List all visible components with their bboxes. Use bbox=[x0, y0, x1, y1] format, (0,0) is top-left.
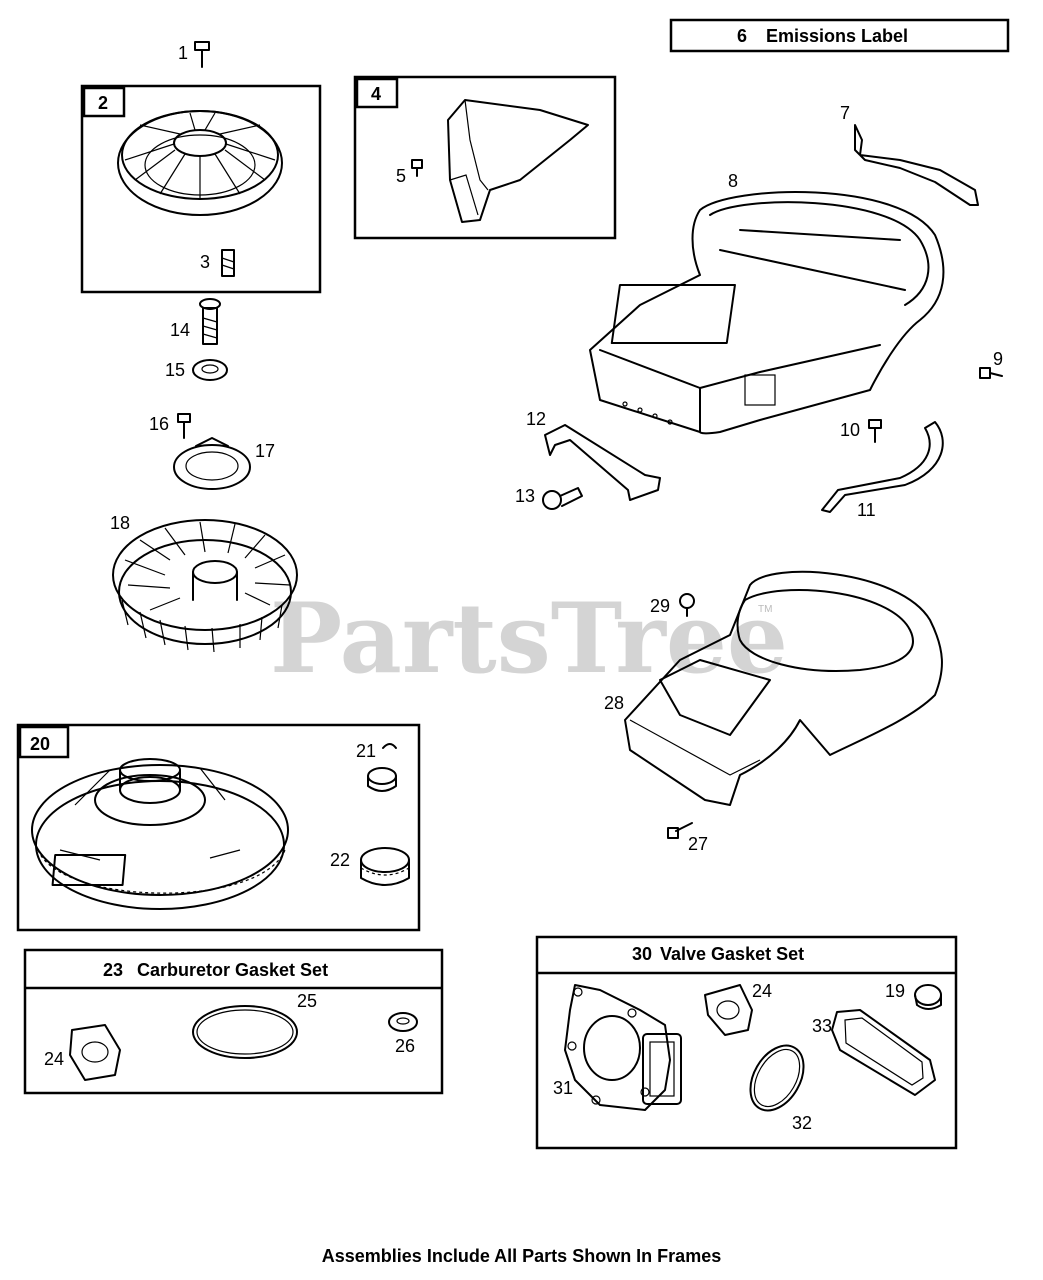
callout-26: 26 bbox=[395, 1036, 415, 1056]
frame-2: 2 3 bbox=[80, 84, 322, 294]
part-31-head-gasket bbox=[564, 984, 682, 1111]
valve-gasket-set-frame: 30 Valve Gasket Set 31 24 32 33 bbox=[535, 935, 958, 1150]
part-18-flywheel-fan bbox=[112, 519, 298, 653]
callout-3: 3 bbox=[200, 252, 210, 272]
callout-18: 18 bbox=[110, 513, 130, 533]
callout-22: 22 bbox=[330, 850, 350, 870]
part-16-screw bbox=[177, 413, 191, 439]
callout-13: 13 bbox=[515, 486, 535, 506]
frame-2-number: 2 bbox=[98, 93, 108, 113]
callout-10: 10 bbox=[840, 420, 860, 440]
footer-note: Assemblies Include All Parts Shown In Fr… bbox=[321, 1246, 722, 1266]
part-26-washer bbox=[388, 1012, 418, 1032]
part-22-gear bbox=[360, 847, 410, 886]
part-8-blower-housing bbox=[589, 191, 945, 435]
part-11-deflector bbox=[821, 421, 944, 513]
callout-8: 8 bbox=[728, 171, 738, 191]
frame-20: 20 21 22 bbox=[16, 723, 421, 932]
callout-12: 12 bbox=[526, 409, 546, 429]
callout-32: 32 bbox=[792, 1113, 812, 1133]
part-20-flywheel bbox=[31, 758, 289, 910]
part-14-bolt bbox=[199, 298, 221, 345]
callout-5: 5 bbox=[396, 166, 406, 186]
part-12-bracket bbox=[544, 424, 661, 501]
callout-16: 16 bbox=[149, 414, 169, 434]
callout-7: 7 bbox=[840, 103, 850, 123]
part-10-screw bbox=[868, 419, 882, 443]
callout-24-valve: 24 bbox=[752, 981, 772, 1001]
callout-31: 31 bbox=[553, 1078, 573, 1098]
part-32-oring bbox=[749, 1044, 805, 1112]
part-9-screw bbox=[979, 367, 1003, 379]
carburetor-gasket-set-number: 23 bbox=[103, 960, 123, 980]
watermark-trademark: TM bbox=[758, 604, 772, 615]
callout-21: 21 bbox=[356, 741, 376, 761]
part-29-screw bbox=[679, 593, 695, 617]
part-25-oring bbox=[192, 1005, 298, 1059]
part-28-shroud bbox=[624, 570, 943, 806]
part-4-air-guide bbox=[447, 99, 589, 223]
callout-19: 19 bbox=[885, 981, 905, 1001]
frame-4-number: 4 bbox=[371, 84, 381, 104]
callout-24-carburetor: 24 bbox=[44, 1049, 64, 1069]
callout-14: 14 bbox=[170, 320, 190, 340]
carburetor-gasket-set-title: Carburetor Gasket Set bbox=[137, 960, 328, 980]
carburetor-gasket-set-frame: 23 Carburetor Gasket Set 24 25 26 bbox=[23, 948, 444, 1095]
callout-33: 33 bbox=[812, 1016, 832, 1036]
part-33-cover-gasket bbox=[831, 1009, 936, 1096]
frame-4: 4 5 bbox=[353, 75, 617, 240]
emissions-label-number: 6 bbox=[737, 26, 747, 46]
rotating-screen-part bbox=[117, 110, 283, 216]
valve-gasket-set-number: 30 bbox=[632, 944, 652, 964]
callout-1: 1 bbox=[178, 43, 188, 63]
emissions-label-title: Emissions Label bbox=[766, 26, 908, 46]
part-24-carburetor-gasket bbox=[69, 1024, 121, 1081]
callout-11: 11 bbox=[857, 500, 876, 520]
callout-29: 29 bbox=[650, 596, 670, 616]
part-1-bolt bbox=[194, 41, 210, 68]
part-3-screw bbox=[221, 249, 235, 277]
emissions-label-frame: 6 Emissions Label bbox=[669, 18, 1010, 53]
callout-25: 25 bbox=[297, 991, 317, 1011]
part-15-washer bbox=[192, 359, 228, 381]
callout-9: 9 bbox=[993, 349, 1003, 369]
part-7-bracket bbox=[854, 124, 979, 206]
part-5-screw bbox=[411, 159, 423, 177]
part-27-screw bbox=[667, 822, 693, 839]
part-17-ring bbox=[173, 437, 251, 490]
part-21-key bbox=[367, 743, 397, 792]
callout-17: 17 bbox=[255, 441, 275, 461]
callout-28: 28 bbox=[604, 693, 624, 713]
frame-20-number: 20 bbox=[30, 734, 50, 754]
valve-gasket-set-title: Valve Gasket Set bbox=[660, 944, 804, 964]
part-19-seal bbox=[914, 984, 942, 1010]
part-13-screw bbox=[542, 487, 583, 510]
callout-27: 27 bbox=[688, 834, 708, 854]
watermark: PartsTree bbox=[270, 582, 788, 695]
part-24-valve-gasket bbox=[704, 984, 753, 1036]
callout-15: 15 bbox=[165, 360, 185, 380]
